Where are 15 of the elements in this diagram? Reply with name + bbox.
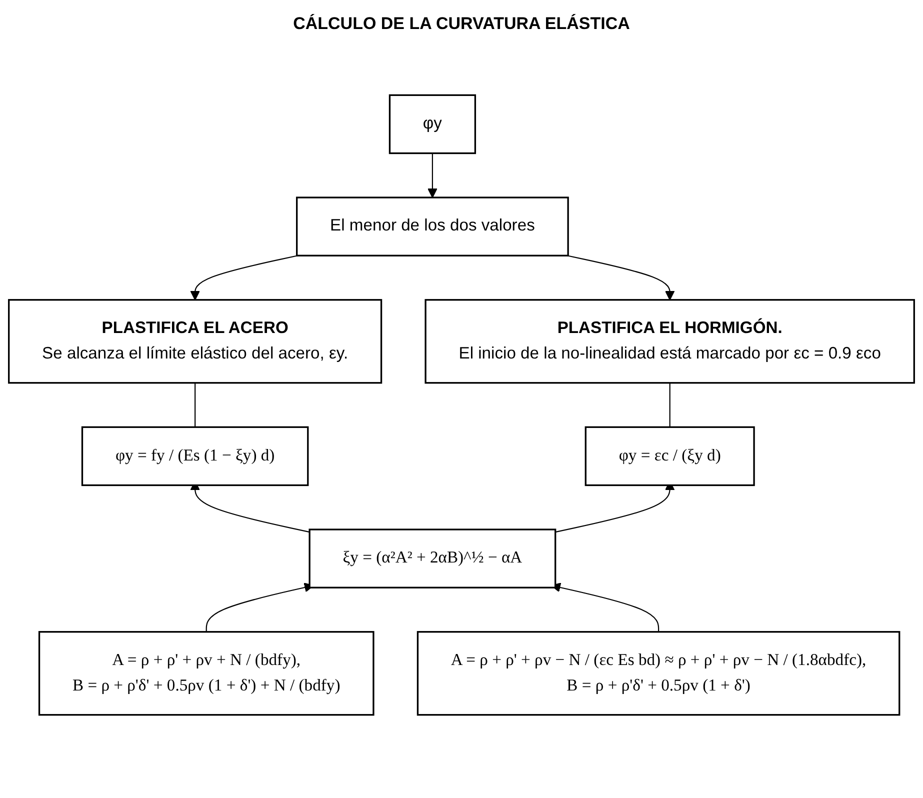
node-box: PLASTIFICA EL ACERO Se alcanza el límite elástico del acero, εy. bbox=[8, 299, 382, 384]
node-box: ξy = (α²A² + 2αB)^½ − αA bbox=[308, 528, 556, 588]
node-box: PLASTIFICA EL HORMIGÓN. El inicio de la no-linealidad está marcado por εc = 0.9 εco bbox=[424, 299, 915, 384]
arrow bbox=[428, 153, 438, 198]
arrow bbox=[190, 255, 298, 300]
connector bbox=[669, 382, 670, 428]
connector bbox=[194, 382, 196, 428]
arrow bbox=[567, 255, 675, 300]
node-box: El menor de los dos valores bbox=[296, 196, 569, 256]
diagram-title: CÁLCULO DE LA CURVATURA ELÁSTICA bbox=[292, 14, 631, 34]
node-box: φy bbox=[388, 94, 476, 154]
node-box: A = ρ + ρ' + ρv + N / (bdfy), B = ρ + ρ'δ' + 0.5ρv (1 + δ') + N / (bdfy) bbox=[38, 631, 374, 716]
node-box: φy = εc / (ξy d) bbox=[584, 426, 755, 486]
node-box: A = ρ + ρ' + ρv − N / (εc Es bd) ≈ ρ + ρ' + ρv − N / (1.8αbdfc), B = ρ + ρ'δ' + 0.5ρv (1 + δ') bbox=[416, 631, 900, 716]
node-box: φy = fy / (Es (1 − ξy) d) bbox=[81, 426, 309, 486]
